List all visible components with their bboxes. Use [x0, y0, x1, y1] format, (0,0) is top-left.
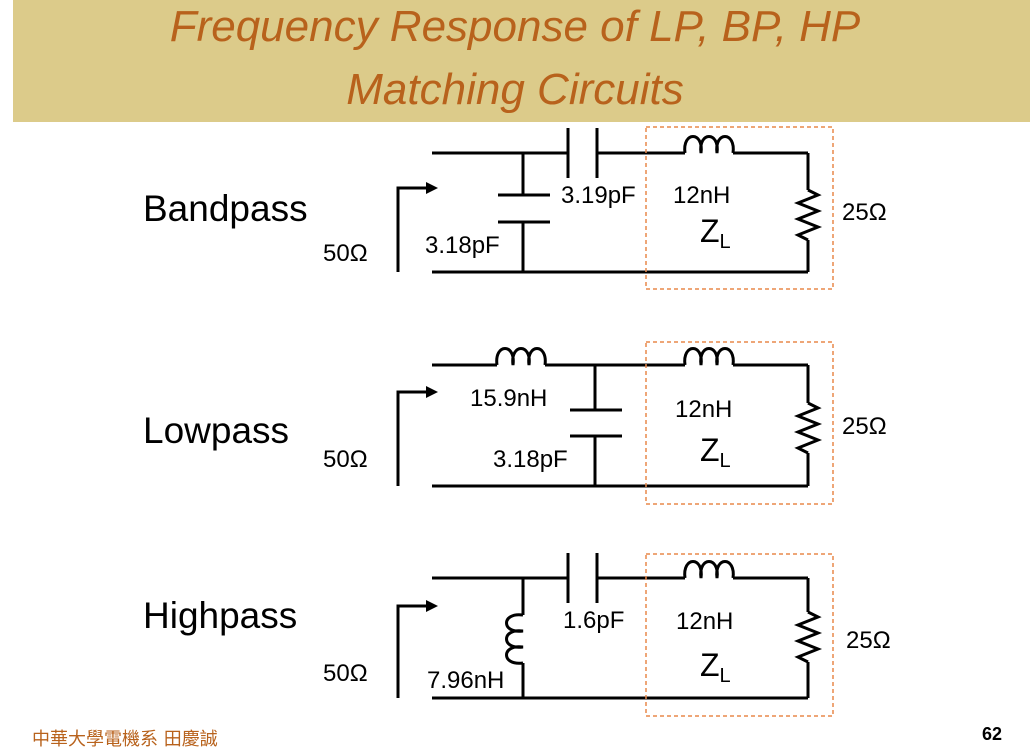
footer-text: 中華大學電機系 田慶誠: [32, 729, 218, 750]
lowpass-source-label: 50Ω: [323, 446, 368, 473]
bandpass-circuit: [396, 128, 823, 274]
lowpass-circuit: [396, 347, 823, 488]
lowpass-shunt-cap-label: 3.18pF: [493, 446, 568, 473]
highpass-load-resistor-label: 25Ω: [846, 627, 891, 654]
title-bar: [13, 0, 1030, 122]
highpass-circuit: [396, 553, 823, 700]
lowpass-zl-label: ZL: [700, 432, 731, 472]
page-number: 62: [981, 724, 1002, 744]
bandpass-zl-label: ZL: [700, 213, 731, 253]
highpass-label: Highpass: [143, 595, 298, 636]
highpass-source-label: 50Ω: [323, 660, 368, 687]
load-box-bandpass: [645, 126, 834, 290]
bandpass-source-label: 50Ω: [323, 240, 368, 267]
bandpass-series-cap-label: 3.19pF: [561, 182, 636, 209]
load-box-highpass: [645, 553, 834, 717]
slide-title-line-2: Matching Circuits: [346, 65, 684, 114]
bandpass-load-resistor-label: 25Ω: [842, 199, 887, 226]
load-box-lowpass: [645, 341, 834, 505]
lowpass-load-resistor-label: 25Ω: [842, 413, 887, 440]
bandpass-shunt-cap-label: 3.18pF: [425, 232, 500, 259]
lowpass-series-inductor-label: 15.9nH: [470, 385, 548, 412]
lowpass-label: Lowpass: [143, 410, 290, 451]
highpass-series-cap-label: 1.6pF: [563, 607, 625, 634]
highpass-load-inductor-label: 12nH: [676, 608, 734, 635]
bandpass-label: Bandpass: [143, 188, 308, 229]
highpass-shunt-inductor-label: 7.96nH: [427, 667, 505, 694]
bandpass-load-inductor-label: 12nH: [673, 182, 731, 209]
slide-title-line-1: Frequency Response of LP, BP, HP: [169, 2, 861, 51]
lowpass-load-inductor-label: 12nH: [675, 396, 733, 423]
highpass-zl-label: ZL: [700, 647, 731, 687]
